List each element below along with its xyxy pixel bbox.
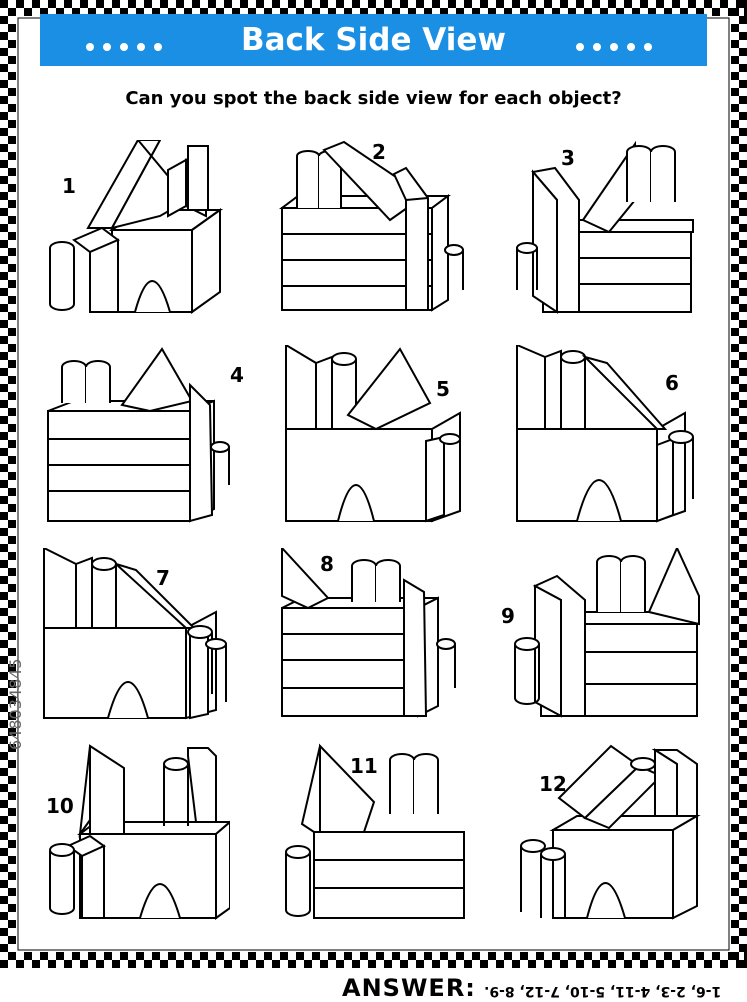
- decorative-dots-right: [576, 36, 661, 51]
- object-9-drawing: 9: [501, 545, 703, 738]
- object-8-drawing: 8: [278, 545, 468, 738]
- object-3-drawing: 3: [513, 140, 703, 330]
- object-12-drawing: 12: [513, 742, 703, 932]
- object-11-drawing: 11: [278, 742, 468, 932]
- object-1-drawing: 1: [40, 139, 230, 330]
- object-number: 7: [156, 566, 170, 590]
- checkered-border: [0, 0, 747, 968]
- object-2-drawing: 2: [278, 140, 468, 330]
- object-10-drawing: 10: [40, 742, 233, 932]
- object-number: 3: [561, 146, 575, 170]
- decorative-dots-left: [86, 36, 171, 51]
- object-number: 8: [320, 552, 334, 576]
- object-number: 1: [62, 174, 76, 198]
- title-banner: Back Side View: [40, 14, 707, 66]
- object-7-drawing: 7: [40, 546, 230, 738]
- answer-label: ANSWER:: [342, 974, 476, 1002]
- object-number: 2: [372, 140, 386, 164]
- object-4-drawing: 4: [40, 345, 244, 535]
- object-6-drawing: 6: [513, 343, 703, 535]
- object-number: 10: [46, 794, 74, 818]
- object-number: 11: [350, 754, 378, 778]
- object-number: 9: [501, 604, 515, 628]
- object-number: 4: [230, 363, 244, 387]
- object-5-drawing: 5: [278, 343, 468, 535]
- answer-text: 1-6, 2-3, 4-11, 5-10, 7-12, 8-9.: [484, 983, 722, 999]
- object-number: 5: [436, 377, 450, 401]
- object-number: 12: [539, 772, 567, 796]
- page-title: Back Side View: [240, 22, 507, 58]
- stock-id: 648034845: [6, 658, 25, 750]
- question-text: Can you spot the back side view for each…: [125, 88, 622, 109]
- object-number: 6: [665, 371, 679, 395]
